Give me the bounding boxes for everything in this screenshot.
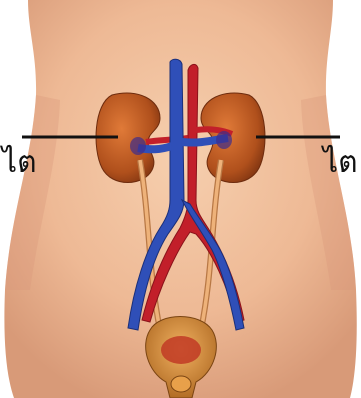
bladder-neck xyxy=(171,376,191,392)
right-hilum xyxy=(216,131,232,149)
left-hilum xyxy=(130,137,146,155)
kidney-label-left: ไต xyxy=(2,146,37,180)
kidney-label-right: ไต xyxy=(323,146,358,180)
bladder-interior xyxy=(161,336,201,364)
